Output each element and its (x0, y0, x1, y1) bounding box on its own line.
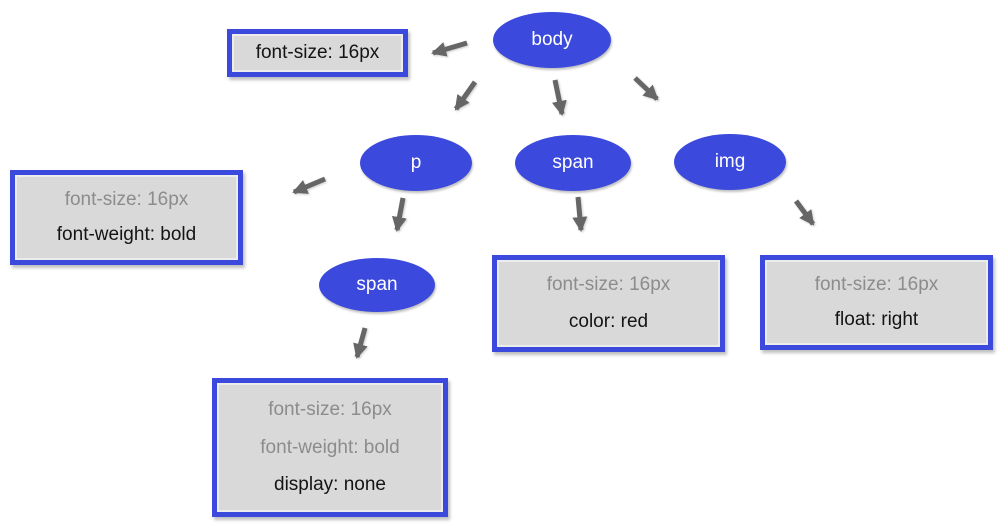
arrow-body-to-body-styles (431, 40, 468, 57)
node-img-label: img (714, 151, 746, 172)
arrow-body-to-span (552, 79, 567, 116)
style-line: float: right (834, 309, 919, 331)
stylebox-img: font-size: 16px float: right (760, 255, 993, 350)
arrow-body-to-img (633, 76, 659, 101)
stylebox-span-1: font-size: 16px color: red (492, 255, 725, 352)
style-line: font-weight: bold (56, 224, 197, 246)
style-line: color: red (568, 310, 649, 332)
arrow-span-to-span-styles (572, 196, 588, 232)
node-body: body (493, 12, 611, 68)
stylebox-body: font-size: 16px (227, 29, 408, 77)
node-span-1-label: span (552, 152, 594, 173)
node-body-label: body (531, 29, 573, 50)
node-p-label: p (410, 152, 422, 173)
node-span-2-label: span (356, 274, 398, 295)
stylebox-p: font-size: 16px font-weight: bold (10, 170, 243, 265)
style-line: display: none (274, 474, 386, 496)
style-line: font-size: 16px (546, 274, 671, 296)
node-span-1: span (515, 135, 631, 191)
style-line: font-size: 16px (814, 273, 939, 295)
style-line: font-weight: bold (260, 436, 400, 458)
arrow-img-to-img-styles (793, 199, 816, 226)
arrow-p-to-span2 (392, 197, 407, 232)
arrow-span2-to-span2-styles (353, 327, 368, 359)
style-line: font-size: 16px (64, 188, 189, 210)
node-img: img (674, 134, 786, 190)
style-line: font-size: 16px (255, 42, 380, 63)
node-span-2: span (319, 258, 435, 312)
style-line: font-size: 16px (268, 398, 392, 420)
node-p: p (360, 135, 472, 191)
stylebox-span-2: font-size: 16px font-weight: bold displa… (212, 378, 448, 517)
arrow-p-to-p-styles (292, 176, 326, 195)
arrow-body-to-p (453, 80, 478, 111)
